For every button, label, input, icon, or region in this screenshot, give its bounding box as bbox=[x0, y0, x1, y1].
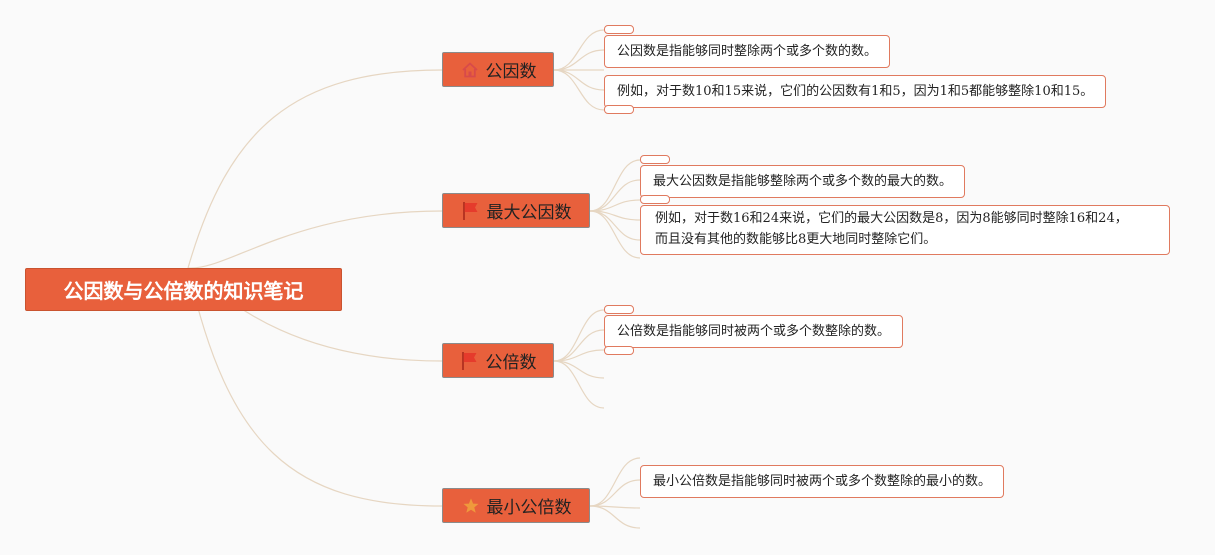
empty-leaf-node[interactable] bbox=[604, 346, 634, 355]
leaf-connector bbox=[553, 360, 605, 379]
empty-leaf-node[interactable] bbox=[604, 305, 634, 314]
leaf-definition[interactable]: 最小公倍数是指能够同时被两个或多个数整除的最小的数。 bbox=[640, 465, 1005, 498]
leaf-example[interactable]: 例如，对于数16和24来说，它们的最大公因数是8，因为8能够同时整除16和24，… bbox=[640, 205, 1170, 255]
leaf-connector bbox=[589, 505, 641, 529]
leaf-connector bbox=[589, 179, 641, 212]
branch-gongyinshu[interactable]: 公因数 bbox=[442, 52, 554, 87]
star-icon bbox=[461, 496, 481, 516]
leaf-text: 公因数是指能够同时整除两个或多个数的数。 bbox=[617, 44, 878, 59]
leaf-connector bbox=[553, 69, 605, 91]
leaf-example[interactable]: 例如，对于数10和15来说，它们的公因数有1和5，因为1和5都能够整除10和15… bbox=[604, 75, 1107, 108]
leaf-connector bbox=[553, 360, 605, 409]
branch-label: 公因数 bbox=[485, 62, 537, 82]
empty-leaf-node[interactable] bbox=[640, 155, 670, 164]
root-connector bbox=[187, 210, 443, 269]
root-connector bbox=[187, 267, 443, 507]
branch-label: 公倍数 bbox=[485, 353, 537, 373]
leaf-text: 最大公因数是指能够整除两个或多个数的最大的数。 bbox=[653, 174, 953, 189]
empty-leaf-node[interactable] bbox=[640, 195, 670, 204]
empty-leaf-node[interactable] bbox=[604, 105, 634, 114]
leaf-connector bbox=[553, 49, 605, 71]
leaf-connector bbox=[553, 329, 605, 362]
leaf-connector bbox=[589, 210, 641, 259]
leaf-connector bbox=[589, 159, 641, 212]
branch-zuidagongyinshu[interactable]: 最大公因数 bbox=[442, 193, 590, 228]
leaf-connector bbox=[589, 457, 641, 507]
leaf-text: 最小公倍数是指能够同时被两个或多个数整除的最小的数。 bbox=[653, 474, 992, 489]
leaf-definition[interactable]: 最大公因数是指能够整除两个或多个数的最大的数。 bbox=[640, 165, 966, 198]
root-connector bbox=[187, 69, 443, 269]
leaf-text: 公倍数是指能够同时被两个或多个数整除的数。 bbox=[617, 324, 891, 339]
leaf-text-line: 例如，对于数16和24来说，它们的最大公因数是8，因为8能够同时整除16和24， bbox=[655, 211, 1128, 226]
leaf-connector bbox=[553, 69, 605, 111]
branch-label: 最小公倍数 bbox=[486, 498, 572, 518]
branch-zuixiaogongbeishu[interactable]: 最小公倍数 bbox=[442, 488, 590, 523]
leaf-definition[interactable]: 公倍数是指能够同时被两个或多个数整除的数。 bbox=[604, 315, 904, 348]
leaf-connector bbox=[553, 349, 605, 362]
flag-icon bbox=[460, 351, 480, 371]
leaf-definition[interactable]: 公因数是指能够同时整除两个或多个数的数。 bbox=[604, 35, 891, 68]
branch-label: 最大公因数 bbox=[486, 203, 572, 223]
flag-icon bbox=[461, 201, 481, 221]
leaf-text-line: 而且没有其他的数能够比8更大地同时整除它们。 bbox=[655, 232, 937, 247]
empty-leaf-node[interactable] bbox=[604, 25, 634, 34]
leaf-connector bbox=[589, 479, 641, 507]
house-icon bbox=[460, 60, 480, 80]
leaf-connector bbox=[553, 309, 605, 362]
leaf-text: 例如，对于数10和15来说，它们的公因数有1和5，因为1和5都能够整除10和15… bbox=[617, 84, 1094, 99]
branch-gongbeishu[interactable]: 公倍数 bbox=[442, 343, 554, 378]
root-node[interactable]: 公因数与公倍数的知识笔记 bbox=[25, 268, 342, 311]
leaf-connector bbox=[553, 29, 605, 71]
root-title: 公因数与公倍数的知识笔记 bbox=[63, 279, 304, 303]
